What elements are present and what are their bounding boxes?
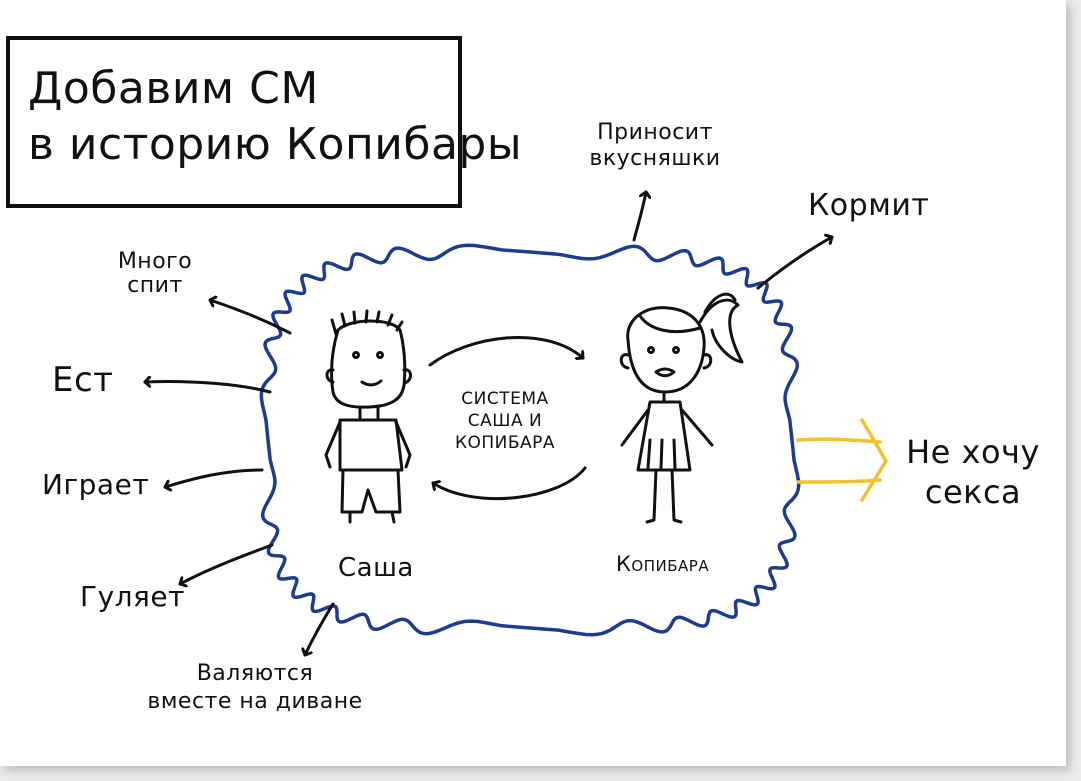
label-sleeps: Много спит (100, 250, 210, 298)
label-sleeps-line-1: Много (117, 249, 193, 274)
diagram-canvas (6, 36, 888, 657)
label-sleeps-line-2: спит (127, 273, 183, 298)
arrow-couch (305, 602, 335, 657)
outcome-label: Не хочу секса (898, 432, 1048, 512)
arrow-walks (178, 543, 274, 584)
diagram-card: Добавим СМ в историю Копибары СИСТЕМА СА… (0, 0, 1066, 766)
label-eats: Ест (52, 360, 114, 400)
person-sasha-label: Саша (338, 553, 414, 583)
outcome-arrow (796, 418, 888, 502)
label-treats-line-1: Приносит (597, 120, 713, 145)
outcome-line-1: Не хочу (906, 433, 1040, 471)
sasha-figure (324, 309, 412, 524)
person-kopibara-label: Копибара (616, 552, 710, 576)
arrow-plays (163, 468, 264, 487)
label-treats: Приносит вкусняшки (575, 120, 735, 172)
arrow-sleeps (208, 300, 292, 335)
arrow-eats (143, 381, 272, 394)
label-treats-line-2: вкусняшки (589, 146, 721, 171)
label-plays: Играет (42, 468, 150, 501)
label-couch-line-2: вместе на диване (147, 689, 363, 714)
arrow-treats (632, 190, 646, 242)
label-feeds: Кормит (808, 188, 930, 223)
cycle-arrow-top (428, 335, 585, 367)
title-line-1: Добавим СМ (28, 63, 319, 114)
arrow-feeds (756, 237, 834, 290)
outcome-line-2: секса (924, 473, 1022, 511)
system-cloud (259, 243, 801, 637)
label-couch: Валяются вместе на диване (130, 660, 380, 716)
system-label-line-2: САША И (467, 411, 543, 431)
title-line-2: в историю Копибары (28, 119, 523, 170)
system-label-line-1: СИСТЕМА (461, 389, 549, 409)
cycle-arrow-bottom (431, 466, 587, 501)
title-box (6, 36, 462, 208)
system-label: СИСТЕМА САША И КОПИБАРА (430, 388, 580, 454)
label-walks: Гуляет (80, 580, 185, 613)
label-couch-line-1: Валяются (196, 661, 314, 686)
kopibara-figure (619, 292, 744, 524)
system-label-line-3: КОПИБАРА (454, 433, 556, 453)
